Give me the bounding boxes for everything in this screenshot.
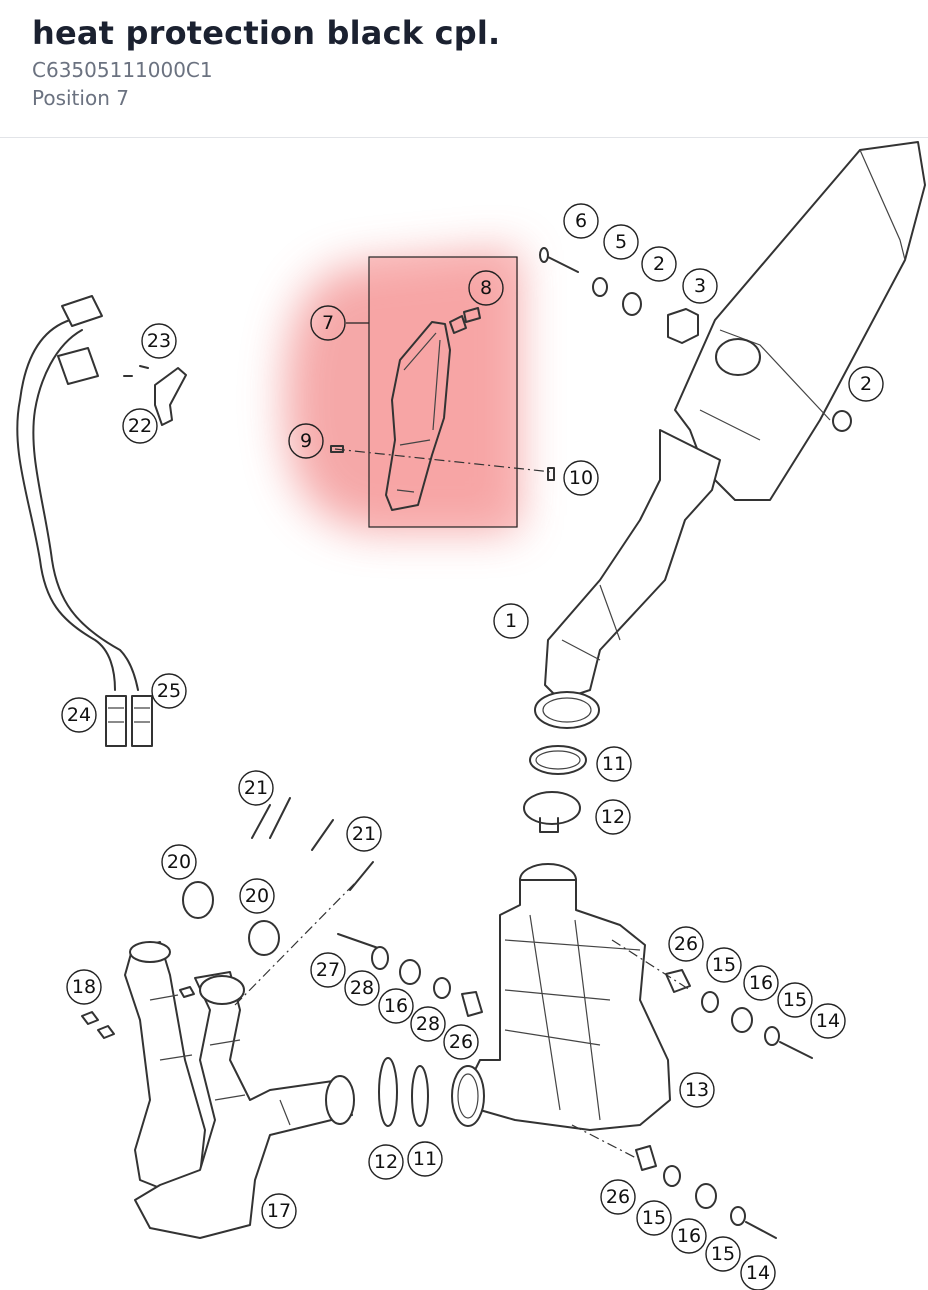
svg-text:2: 2 <box>653 253 665 275</box>
callout-20[interactable]: 20 <box>239 878 275 914</box>
callout-11[interactable]: 11 <box>596 746 632 782</box>
gasket-clamp-set[interactable] <box>523 745 587 833</box>
mounting-hardware[interactable] <box>337 933 813 1239</box>
svg-text:10: 10 <box>569 467 593 489</box>
svg-text:11: 11 <box>413 1148 437 1170</box>
header-pipes[interactable] <box>124 941 355 1239</box>
silencer[interactable] <box>534 141 926 729</box>
lambda-sensor-cables[interactable] <box>16 295 153 747</box>
callout-15[interactable]: 15 <box>777 982 813 1018</box>
svg-text:16: 16 <box>749 972 773 994</box>
svg-text:16: 16 <box>677 1225 701 1247</box>
svg-text:20: 20 <box>167 851 191 873</box>
callout-15[interactable]: 15 <box>636 1200 672 1236</box>
svg-text:26: 26 <box>674 933 698 955</box>
callout-27[interactable]: 27 <box>310 952 346 988</box>
svg-text:6: 6 <box>575 210 587 232</box>
svg-text:18: 18 <box>72 976 96 998</box>
callout-17[interactable]: 17 <box>261 1193 297 1229</box>
callout-11[interactable]: 11 <box>407 1141 443 1177</box>
part-number: C63505111000C1 <box>32 58 213 82</box>
exhaust-manifold-box[interactable] <box>451 863 671 1131</box>
page-header: heat protection black cpl. C63505111000C… <box>0 0 928 138</box>
svg-text:12: 12 <box>601 806 625 828</box>
svg-text:22: 22 <box>128 415 152 437</box>
svg-text:15: 15 <box>711 1243 735 1265</box>
svg-text:3: 3 <box>694 275 706 297</box>
svg-text:8: 8 <box>480 277 492 299</box>
callout-16[interactable]: 16 <box>671 1218 707 1254</box>
callout-5[interactable]: 5 <box>603 224 639 260</box>
callout-26[interactable]: 26 <box>600 1179 636 1215</box>
callout-18[interactable]: 18 <box>66 969 102 1005</box>
svg-text:14: 14 <box>816 1010 840 1032</box>
svg-text:1: 1 <box>505 610 517 632</box>
callout-1[interactable]: 1 <box>493 603 529 639</box>
svg-text:12: 12 <box>374 1151 398 1173</box>
callout-14[interactable]: 14 <box>740 1255 776 1290</box>
callout-25[interactable]: 25 <box>151 673 187 709</box>
callout-15[interactable]: 15 <box>705 1236 741 1272</box>
svg-text:15: 15 <box>642 1207 666 1229</box>
callout-12[interactable]: 12 <box>595 799 631 835</box>
callout-2[interactable]: 2 <box>848 366 884 402</box>
callout-10[interactable]: 10 <box>563 460 599 496</box>
svg-text:7: 7 <box>322 312 334 334</box>
svg-text:14: 14 <box>746 1262 770 1284</box>
studs-and-gaskets[interactable] <box>81 797 374 1039</box>
silencer-bolt[interactable] <box>539 247 852 432</box>
page-title: heat protection black cpl. <box>32 14 501 52</box>
callout-26[interactable]: 26 <box>668 926 704 962</box>
callout-16[interactable]: 16 <box>378 988 414 1024</box>
highlight-region <box>285 250 518 530</box>
svg-text:26: 26 <box>606 1186 630 1208</box>
svg-text:5: 5 <box>615 231 627 253</box>
callout-24[interactable]: 24 <box>61 697 97 733</box>
svg-text:26: 26 <box>449 1031 473 1053</box>
exploded-parts-diagram: 1 2 2 3 5 6 7 8 9 10 11 11 12 12 13 14 1… <box>16 141 926 1290</box>
svg-text:20: 20 <box>245 885 269 907</box>
callout-20[interactable]: 20 <box>161 844 197 880</box>
callout-9[interactable]: 9 <box>288 423 324 459</box>
svg-text:16: 16 <box>384 995 408 1017</box>
svg-text:17: 17 <box>267 1200 291 1222</box>
callout-3[interactable]: 3 <box>682 268 718 304</box>
svg-text:25: 25 <box>157 680 181 702</box>
callout-28[interactable]: 28 <box>344 970 380 1006</box>
callout-14[interactable]: 14 <box>810 1003 846 1039</box>
callout-28[interactable]: 28 <box>410 1006 446 1042</box>
callout-21[interactable]: 21 <box>238 770 274 806</box>
svg-text:11: 11 <box>602 753 626 775</box>
callout-8[interactable]: 8 <box>468 270 504 306</box>
svg-text:27: 27 <box>316 959 340 981</box>
svg-text:15: 15 <box>783 989 807 1011</box>
sensor-bracket[interactable] <box>123 365 187 426</box>
callout-7[interactable]: 7 <box>310 305 346 341</box>
callout-21[interactable]: 21 <box>346 816 382 852</box>
svg-text:13: 13 <box>685 1079 709 1101</box>
svg-text:2: 2 <box>860 373 872 395</box>
svg-text:24: 24 <box>67 704 91 726</box>
callout-12[interactable]: 12 <box>368 1144 404 1180</box>
callout-22[interactable]: 22 <box>122 408 158 444</box>
callout-6[interactable]: 6 <box>563 203 599 239</box>
position-label: Position 7 <box>32 86 129 110</box>
heat-protection-shield[interactable] <box>330 307 555 511</box>
callout-23[interactable]: 23 <box>141 323 177 359</box>
svg-text:15: 15 <box>712 954 736 976</box>
callout-15[interactable]: 15 <box>706 947 742 983</box>
svg-text:21: 21 <box>244 777 268 799</box>
highlight-frame <box>368 256 518 528</box>
svg-text:28: 28 <box>416 1013 440 1035</box>
callout-16[interactable]: 16 <box>743 965 779 1001</box>
svg-text:9: 9 <box>300 430 312 452</box>
svg-text:21: 21 <box>352 823 376 845</box>
callout-13[interactable]: 13 <box>679 1072 715 1108</box>
svg-text:23: 23 <box>147 330 171 352</box>
callout-26[interactable]: 26 <box>443 1024 479 1060</box>
svg-text:28: 28 <box>350 977 374 999</box>
callout-2[interactable]: 2 <box>641 246 677 282</box>
